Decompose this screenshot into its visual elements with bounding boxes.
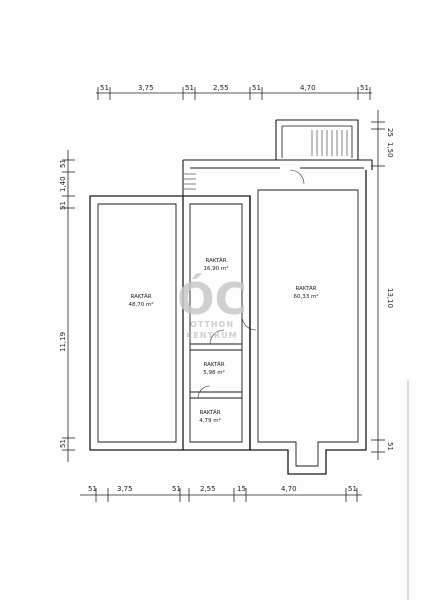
door-swings [197,169,305,399]
left-dimension-chain [62,150,75,462]
left-dim-2: 1,40 [59,176,67,192]
room-name-1: RAKTÁR [130,293,151,300]
top-dim-7: 51 [360,84,369,92]
right-dim-3: 13,10 [386,288,394,308]
room-area-1: 48,70 m² [128,301,153,308]
building-walls [89,119,373,475]
bottom-dim-6: 4,70 [281,485,297,493]
stair-treads [184,130,348,190]
bottom-dimension-chain [80,488,362,502]
bottom-dim-1: 51 [88,485,97,493]
room-area-3: 60,33 m² [293,293,318,300]
bottom-dim-4: 2,55 [200,485,216,493]
left-dim-1: 51 [59,159,67,168]
room-name-2: RAKTÁR [205,257,226,264]
left-dim-4: 11,19 [59,332,67,352]
top-dimension-chain [96,87,372,100]
bottom-dim-2: 3,75 [117,485,133,493]
room-labels: RAKTÁR 48,70 m² RAKTÁR 16,90 m² RAKTÁR 6… [128,257,318,424]
bottom-dim-5: 15 [237,485,246,493]
top-dim-5: 51 [252,84,261,92]
left-dim-5: 51 [59,439,67,448]
top-dim-4: 2,55 [213,84,229,92]
watermark-line-1: OTTHON [190,320,234,329]
room-name-4: RAKTÁR [203,361,224,368]
top-dim-1: 51 [100,84,109,92]
top-dim-2: 3,75 [138,84,154,92]
room-name-5: RAKTÁR [199,409,220,416]
bottom-dim-3: 51 [172,485,181,493]
left-dim-3: 51 [59,201,67,210]
watermark-logo: ÓC OTTHON CENTRUM [177,272,247,340]
right-dim-1: 25 [386,128,394,137]
top-dim-6: 4,70 [300,84,316,92]
room-area-2: 16,90 m² [203,265,228,272]
right-dim-2: 1,50 [386,142,394,158]
room-area-4: 5,98 m² [203,369,225,376]
watermark-line-2: CENTRUM [186,331,237,340]
watermark-logo-text: ÓC [177,272,247,325]
right-dimension-chain [371,110,385,460]
bottom-dim-7: 51 [348,485,357,493]
room-name-3: RAKTÁR [295,285,316,292]
top-dim-3: 51 [185,84,194,92]
room-area-5: 4,79 m² [199,417,221,424]
right-dim-4: 51 [386,442,394,451]
